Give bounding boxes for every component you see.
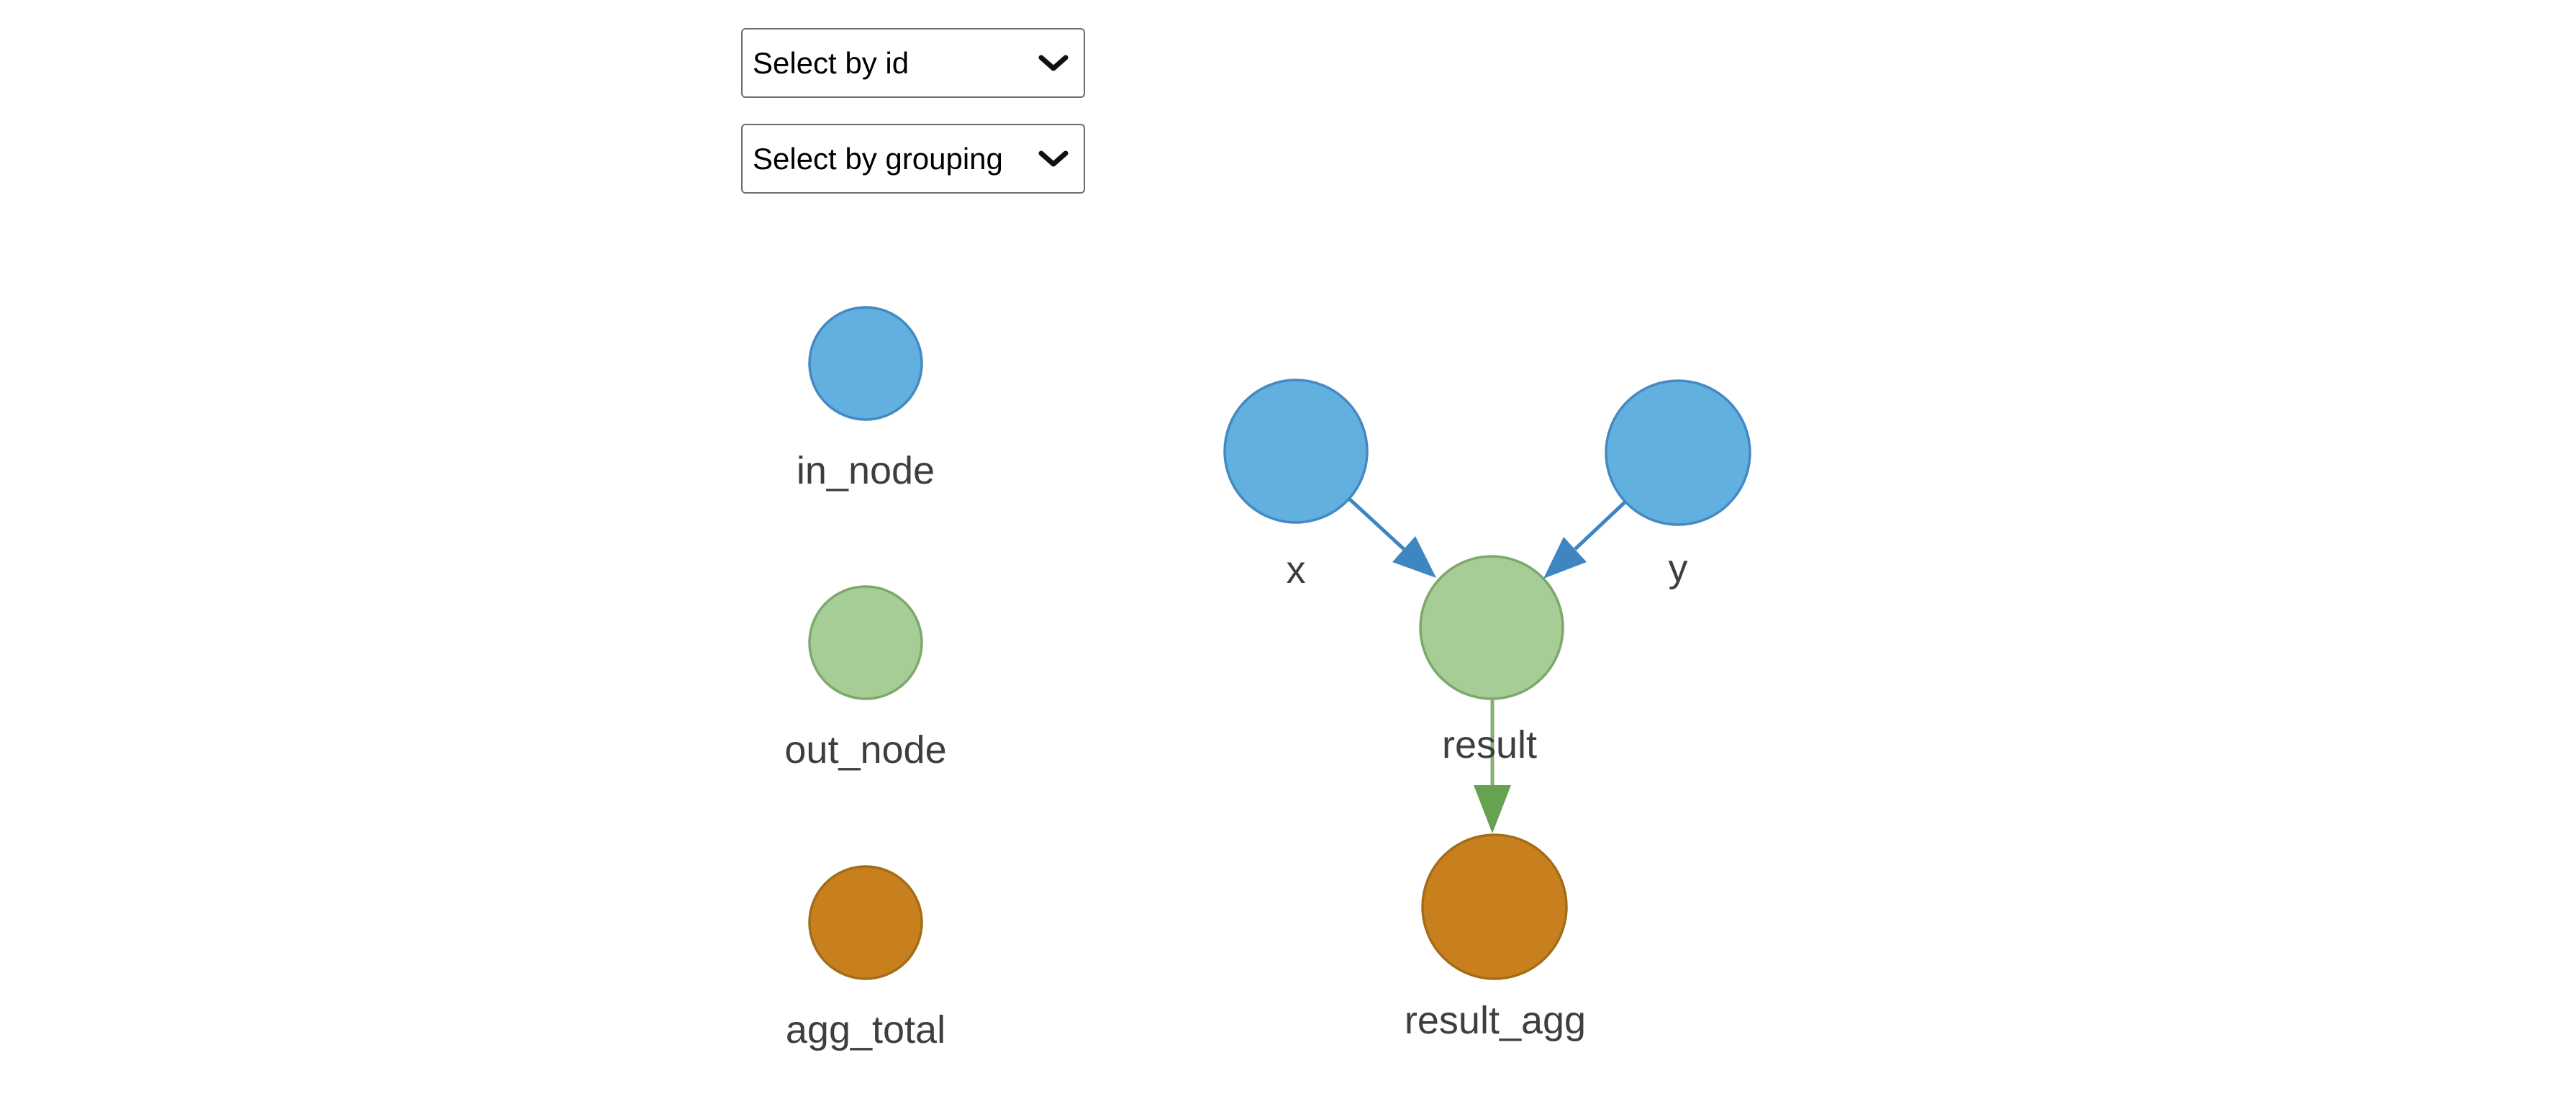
grouping-select-wrapper: Select by grouping <box>741 124 1085 194</box>
legend-circle-out-node <box>808 585 923 700</box>
legend-label-out-node: out_node <box>784 728 946 771</box>
node-x[interactable] <box>1223 379 1369 524</box>
edge-line <box>1348 497 1405 551</box>
node-y[interactable] <box>1605 379 1751 526</box>
edge-arrowhead <box>1474 785 1511 833</box>
node-label-y: y <box>1669 547 1688 590</box>
legend-item-out-node: out_node <box>784 585 947 771</box>
graph-node-labels: x y result result_agg <box>1287 547 1688 1042</box>
graph-edges <box>1348 497 1627 833</box>
node-label-result-agg: result_agg <box>1405 999 1586 1042</box>
graph-nodes <box>1223 379 1751 980</box>
grouping-select[interactable]: Select by grouping <box>741 124 1085 194</box>
node-label-result: result <box>1442 723 1537 766</box>
edge-result-to-result-agg <box>1474 699 1511 833</box>
legend-item-in-node: in_node <box>797 306 935 492</box>
edge-line <box>1574 500 1627 551</box>
legend-circle-in-node <box>808 306 923 421</box>
node-result-agg[interactable] <box>1421 833 1568 980</box>
edge-arrowhead <box>1392 536 1436 578</box>
legend: in_node out_node agg_total <box>784 306 947 1051</box>
edge-arrowhead <box>1543 537 1587 579</box>
node-label-x: x <box>1287 548 1306 592</box>
edge-y-to-result <box>1543 500 1627 579</box>
legend-label-in-node: in_node <box>797 449 935 492</box>
legend-label-agg-total: agg_total <box>786 1008 945 1051</box>
legend-circle-agg-total <box>808 865 923 980</box>
legend-item-agg-total: agg_total <box>786 865 945 1051</box>
edge-x-to-result <box>1348 497 1436 578</box>
id-select-wrapper: Select by id <box>741 28 1085 98</box>
node-result[interactable] <box>1419 555 1564 700</box>
id-select[interactable]: Select by id <box>741 28 1085 98</box>
